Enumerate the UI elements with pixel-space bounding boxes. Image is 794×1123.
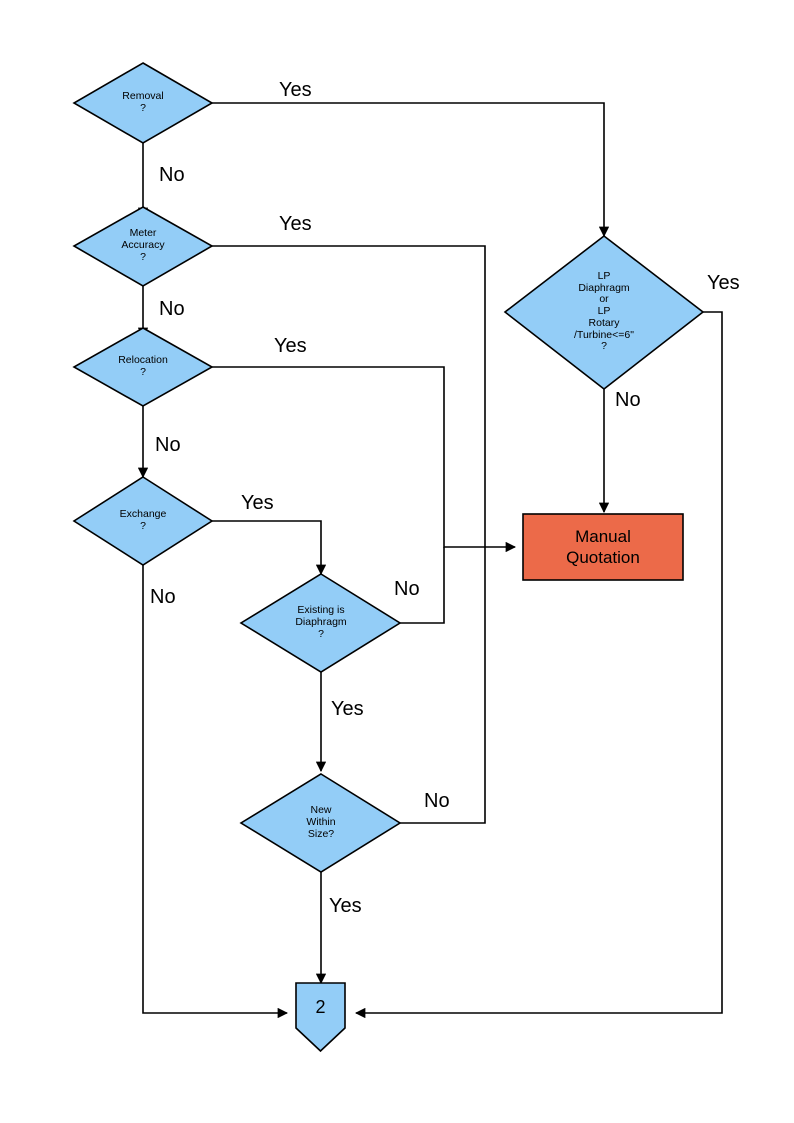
node-exchange bbox=[72, 476, 214, 566]
edge-newsize-no bbox=[400, 547, 486, 824]
edge-exchange-no bbox=[142, 565, 289, 1019]
node-existing-diaphragm bbox=[239, 573, 402, 673]
edge-relocation-yes bbox=[212, 366, 485, 548]
node-meter-accuracy bbox=[72, 206, 214, 287]
node-lp-check bbox=[503, 234, 705, 391]
node-removal bbox=[72, 62, 214, 144]
edge-existing-no bbox=[400, 547, 445, 624]
edge-meter-yes bbox=[212, 245, 517, 553]
edge-removal-yes bbox=[212, 102, 610, 238]
node-manual-quotation bbox=[522, 513, 684, 581]
edge-exchange-yes bbox=[212, 520, 327, 576]
node-connector-2 bbox=[295, 982, 346, 1053]
node-new-within-size bbox=[239, 773, 402, 873]
node-relocation bbox=[72, 327, 214, 407]
edge-lp-yes bbox=[354, 311, 723, 1019]
